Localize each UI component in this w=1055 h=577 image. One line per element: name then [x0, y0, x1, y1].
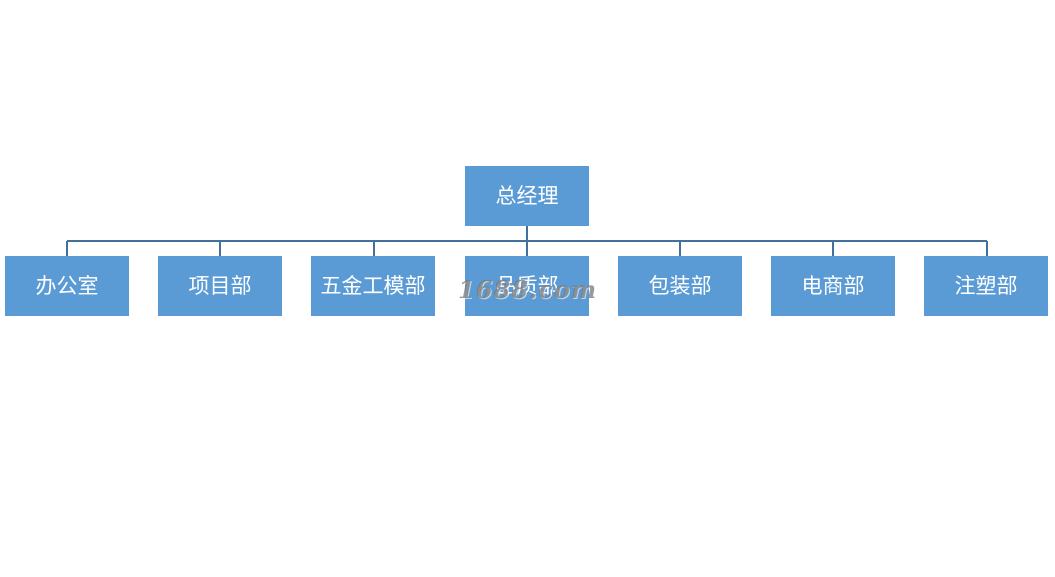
dept-node-packaging: 包装部	[618, 256, 742, 316]
dept-node-injection-molding: 注塑部	[924, 256, 1048, 316]
dept-node-quality: 品质部	[465, 256, 589, 316]
dept-node-project: 项目部	[158, 256, 282, 316]
dept-node-hardware-mold: 五金工模部	[311, 256, 435, 316]
root-node-general-manager: 总经理	[465, 166, 589, 226]
dept-node-office: 办公室	[5, 256, 129, 316]
dept-node-ecommerce: 电商部	[771, 256, 895, 316]
